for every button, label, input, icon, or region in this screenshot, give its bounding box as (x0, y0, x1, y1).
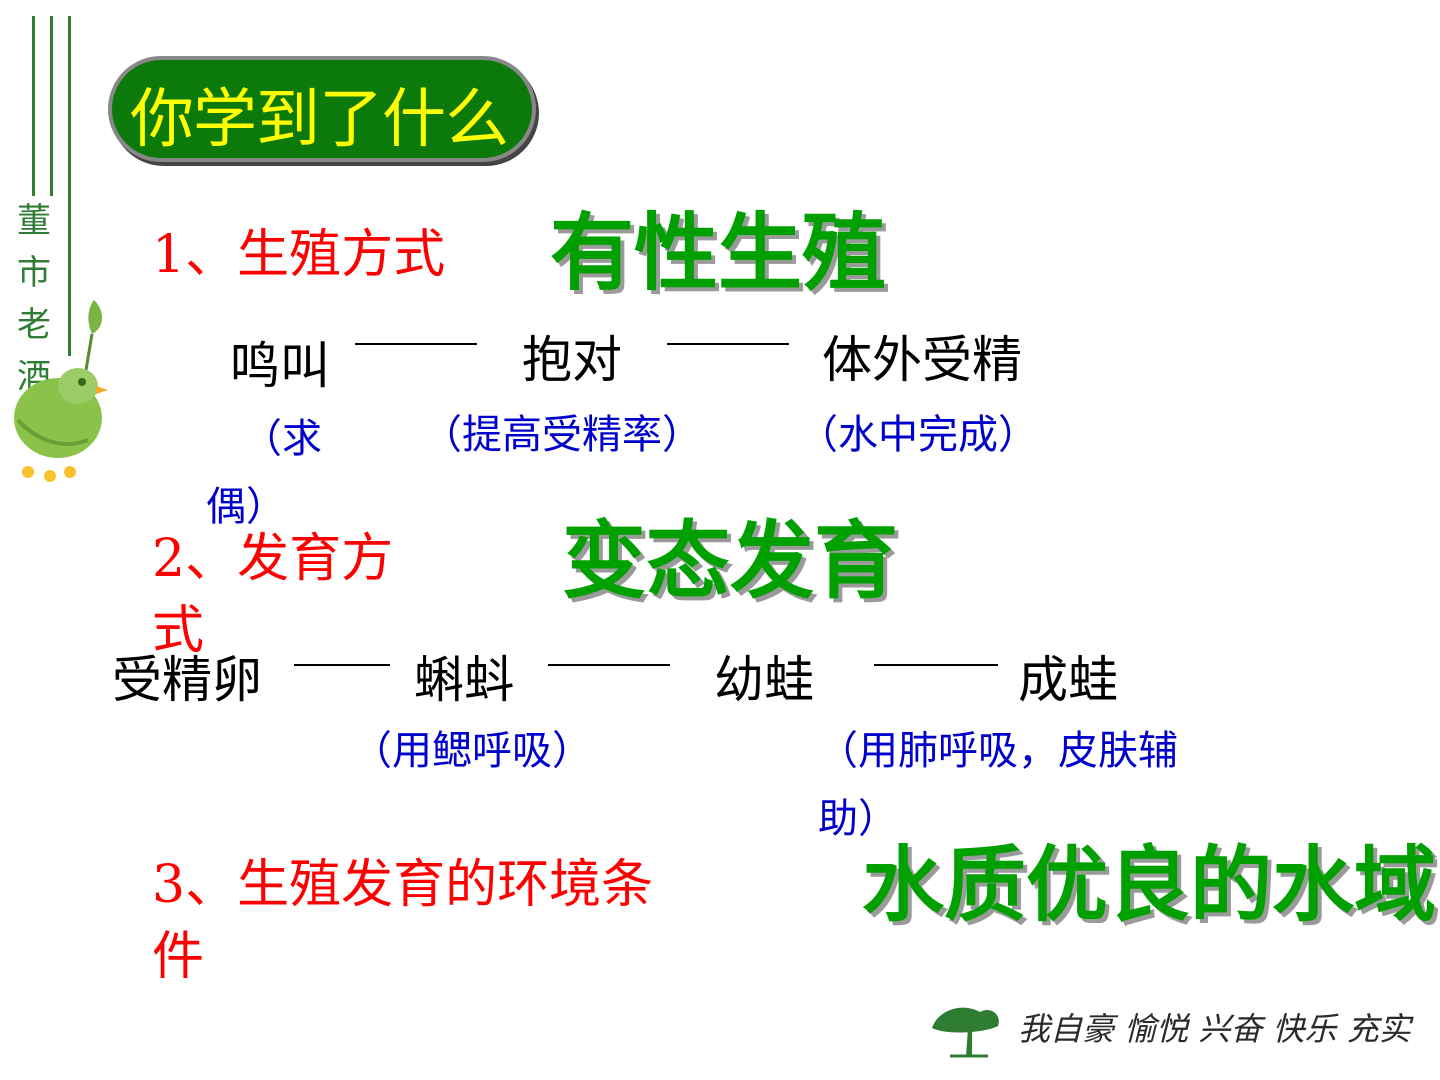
stage-connector (667, 343, 789, 345)
section3-answer: 水质优良的水域 (862, 838, 1437, 933)
stage-connector (548, 664, 670, 666)
stage-connector (874, 664, 998, 666)
section1-heading: 1、生殖方式 (152, 225, 446, 285)
section2-heading-line2: 式 (152, 601, 205, 661)
footer-slogan: 我自豪 愉悦 兴奋 快乐 充实 (1018, 1010, 1411, 1048)
sidebar-line (50, 16, 53, 196)
stage-external-fertilization: 体外受精 (822, 331, 1022, 389)
stage-zygote: 受精卵 (112, 651, 262, 709)
stage-tadpole: 蝌蚪 (414, 651, 514, 709)
tree-logo-icon (932, 1007, 999, 1058)
section2-answer: 变态发育 (562, 512, 899, 610)
title-pill (108, 56, 536, 162)
section3-heading-line2: 件 (152, 927, 205, 987)
stage-connector (294, 664, 390, 666)
note-courtship-1: （求 (242, 416, 322, 462)
note-fertilization-rate: （提高受精率） (422, 412, 702, 458)
stage-connector (355, 343, 477, 345)
section1-answer: 有性生殖 (550, 204, 887, 302)
sidebar-line (68, 16, 71, 356)
sidebar-line (32, 16, 35, 196)
note-lung-breathing-2: 助） (818, 796, 898, 842)
note-in-water: （水中完成） (798, 412, 1038, 458)
stage-amplexus: 抱对 (522, 331, 622, 389)
note-courtship-2: 偶） (206, 484, 286, 530)
bird-icon (14, 300, 108, 482)
stage-froglet: 幼蛙 (714, 651, 814, 709)
stage-adult-frog: 成蛙 (1018, 651, 1118, 709)
section2-heading-line1: 2、发育方 (152, 529, 394, 589)
stage-call: 鸣叫 (230, 337, 330, 395)
section3-heading-line1: 3、生殖发育的环境条 (152, 855, 654, 915)
page-title: 你学到了什么 (130, 83, 509, 157)
note-gill-breathing: （用鳃呼吸） (352, 728, 592, 774)
note-lung-breathing-1: （用肺呼吸，皮肤辅 (818, 728, 1178, 774)
